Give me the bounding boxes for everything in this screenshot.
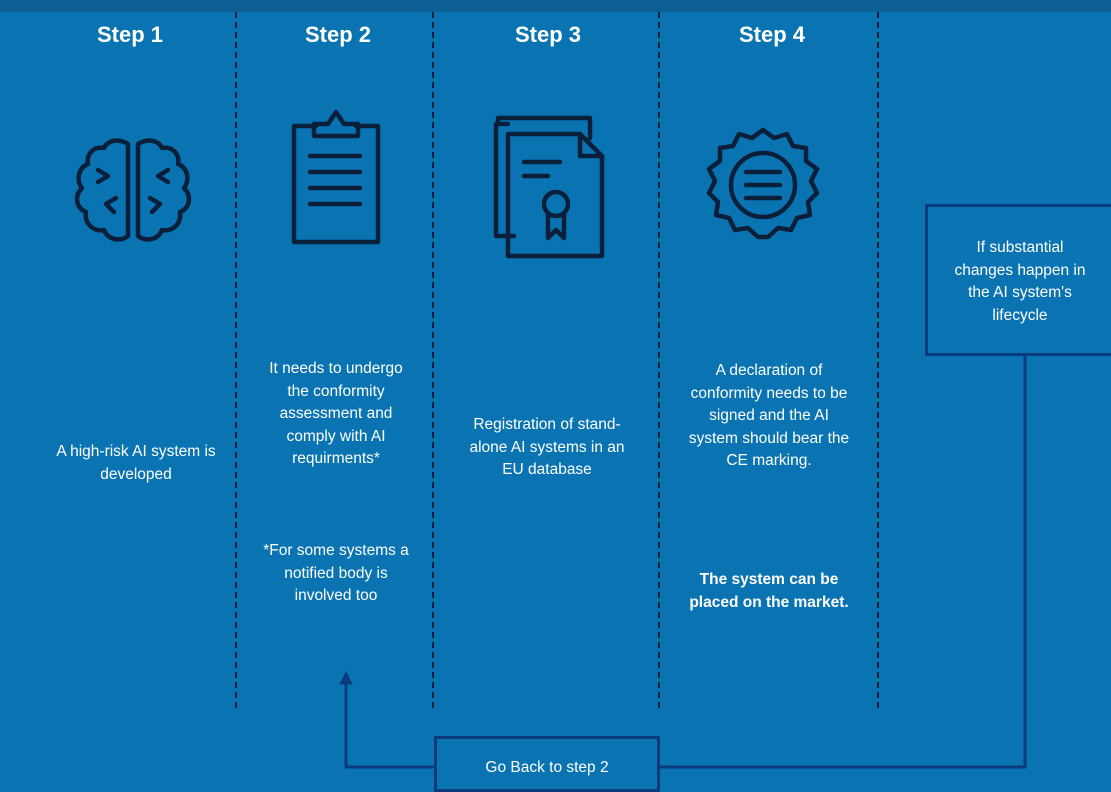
- step-4-description: A declaration of conformity needs to be …: [660, 360, 878, 473]
- text-line: EU database: [502, 461, 592, 478]
- text-line: *For some systems a: [263, 542, 409, 559]
- brain-icon: [68, 136, 198, 248]
- text-line: Registration of stand-: [473, 416, 621, 433]
- go-back-step-2-box: Go Back to step 2: [434, 736, 660, 792]
- text-line: conformity needs to be: [690, 384, 848, 402]
- clipboard-icon: [286, 108, 386, 248]
- step-1-title: Step 1: [96, 22, 164, 47]
- text-line: lifecycle: [992, 306, 1048, 324]
- top-band: [0, 0, 1111, 12]
- text-line: assessment and: [279, 405, 393, 422]
- column-divider: [877, 12, 879, 708]
- column-divider: [658, 12, 660, 708]
- text-line: system should bear the: [688, 429, 850, 447]
- text-line: the AI system's: [968, 284, 1072, 301]
- text-line: A high-risk AI system is: [56, 443, 216, 460]
- step-3-title: Step 3: [514, 22, 582, 47]
- seal-badge-icon: [698, 124, 828, 254]
- text-line: requirments*: [292, 450, 380, 467]
- text-line: signed and the AI: [709, 407, 829, 424]
- text-line: The system can be: [699, 571, 839, 588]
- text-line: changes happen in: [954, 261, 1086, 279]
- substantial-changes-text: If substantial changes happen in the AI …: [928, 237, 1111, 327]
- step-2-note: *For some systems a notified body is inv…: [238, 540, 434, 608]
- text-line: A declaration of: [715, 362, 823, 379]
- text-line: notified body is: [284, 564, 388, 582]
- step-4-market-note: The system can be placed on the market.: [660, 569, 878, 614]
- step-4-title: Step 4: [738, 22, 806, 47]
- text-line: It needs to undergo: [269, 360, 403, 377]
- text-line: CE marking.: [726, 452, 812, 469]
- connector-loop-to-goback: [660, 356, 1027, 769]
- connector-goback-to-step2: [344, 680, 434, 769]
- text-line: the conformity: [287, 382, 385, 400]
- text-line: If substantial: [976, 239, 1064, 256]
- text-line: alone AI systems in an: [469, 438, 625, 456]
- text-line: developed: [100, 465, 172, 483]
- text-line: comply with AI: [286, 427, 386, 445]
- text-line: involved too: [294, 587, 378, 604]
- column-divider: [432, 12, 434, 708]
- step-2-title: Step 2: [304, 22, 372, 47]
- step-2-description: It needs to undergo the conformity asses…: [238, 358, 434, 471]
- substantial-changes-box: If substantial changes happen in the AI …: [925, 204, 1111, 356]
- step-1-description: A high-risk AI system is developed: [38, 441, 234, 486]
- go-back-label: Go Back to step 2: [485, 759, 609, 776]
- certificate-document-icon: [488, 110, 608, 260]
- step-3-description: Registration of stand- alone AI systems …: [436, 414, 658, 482]
- column-divider: [235, 12, 237, 708]
- text-line: placed on the market.: [689, 593, 849, 611]
- arrow-head-up: [339, 670, 353, 685]
